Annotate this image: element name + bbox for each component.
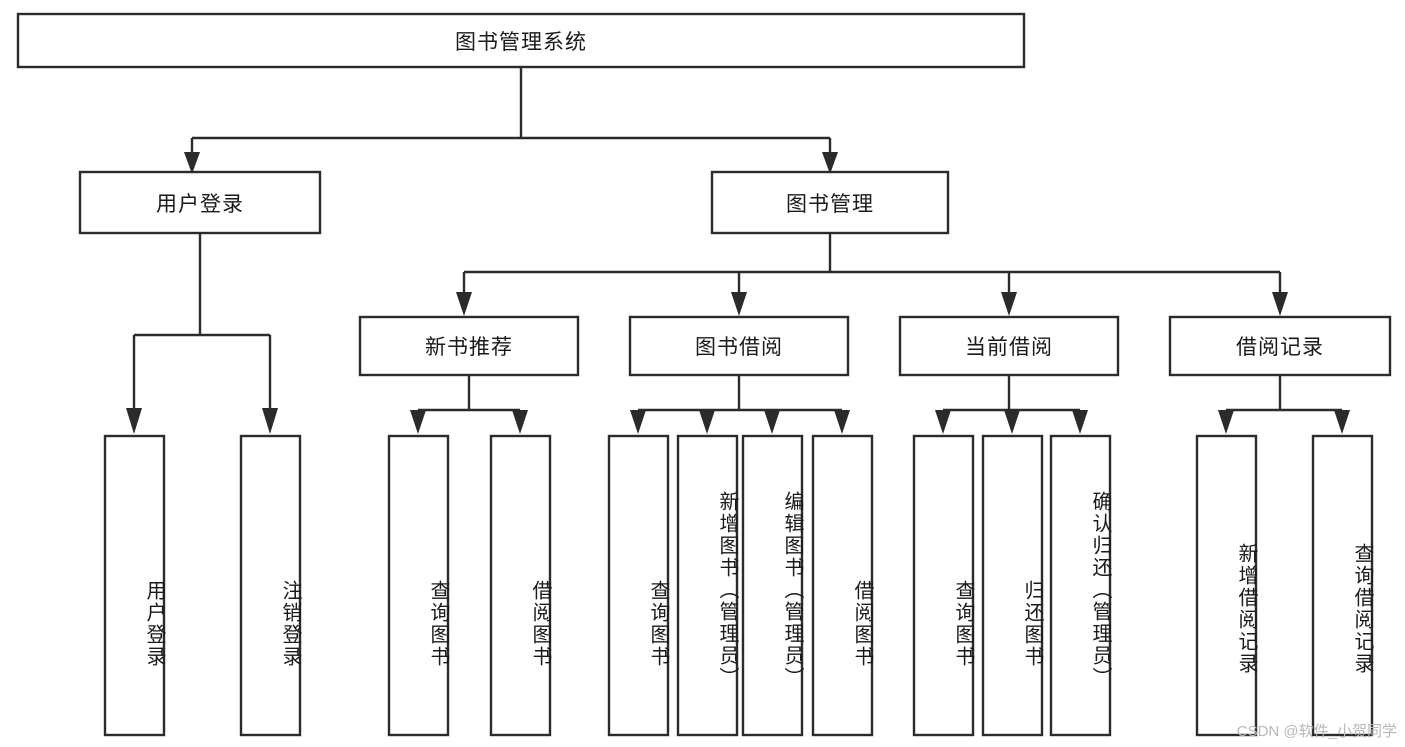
arrow-record-leaf-1 <box>1218 410 1234 434</box>
node-box-leaf-new-book-1[interactable] <box>387 434 450 737</box>
arrow-bm-to-borrow <box>731 292 747 316</box>
node-box-leaf-book-borrow-1[interactable] <box>607 434 670 737</box>
arrow-newbook-leaf-2 <box>512 410 528 434</box>
node-box-leaf-new-book-2[interactable] <box>489 434 552 737</box>
arrow-bm-to-new-book <box>456 292 472 316</box>
arrow-userlogin-leaf-1 <box>126 408 142 434</box>
arrow-borrow-leaf-4 <box>834 410 850 434</box>
node-box-new-book-recommend[interactable] <box>358 315 580 377</box>
node-box-leaf-current-borrow-1[interactable] <box>912 434 975 737</box>
arrow-current-leaf-2 <box>1004 410 1020 434</box>
node-box-book-manage[interactable] <box>710 170 950 235</box>
arrow-borrow-leaf-3 <box>764 410 780 434</box>
arrow-borrow-leaf-1 <box>630 410 646 434</box>
connector-layer <box>126 67 1350 434</box>
node-box-borrow-record[interactable] <box>1168 315 1392 377</box>
arrow-userlogin-leaf-2 <box>262 408 278 434</box>
node-box-root[interactable] <box>16 12 1026 69</box>
node-box-leaf-borrow-record-1[interactable] <box>1195 434 1258 737</box>
node-box-leaf-user-login-1[interactable] <box>103 434 166 737</box>
node-box-current-borrow[interactable] <box>898 315 1120 377</box>
node-box-leaf-current-borrow-2[interactable] <box>981 434 1044 737</box>
arrow-current-leaf-3 <box>1072 410 1088 434</box>
node-box-leaf-current-borrow-3[interactable] <box>1049 434 1112 737</box>
node-box-layer <box>16 12 1392 737</box>
node-box-book-borrow[interactable] <box>628 315 850 377</box>
arrow-root-to-book-manage <box>822 152 838 174</box>
node-box-user-login[interactable] <box>78 170 322 235</box>
node-box-leaf-borrow-record-2[interactable] <box>1311 434 1374 737</box>
arrow-bm-to-record <box>1272 292 1288 316</box>
arrow-root-to-user-login <box>184 152 200 174</box>
arrow-current-leaf-1 <box>935 410 951 434</box>
node-box-leaf-book-borrow-4[interactable] <box>811 434 874 737</box>
arrow-borrow-leaf-2 <box>699 410 715 434</box>
node-box-leaf-book-borrow-2[interactable] <box>676 434 739 737</box>
arrow-record-leaf-2 <box>1334 410 1350 434</box>
node-box-leaf-user-login-2[interactable] <box>239 434 302 737</box>
arrow-newbook-leaf-1 <box>410 410 426 434</box>
arrow-bm-to-current <box>1001 292 1017 316</box>
node-box-leaf-book-borrow-3[interactable] <box>741 434 804 737</box>
